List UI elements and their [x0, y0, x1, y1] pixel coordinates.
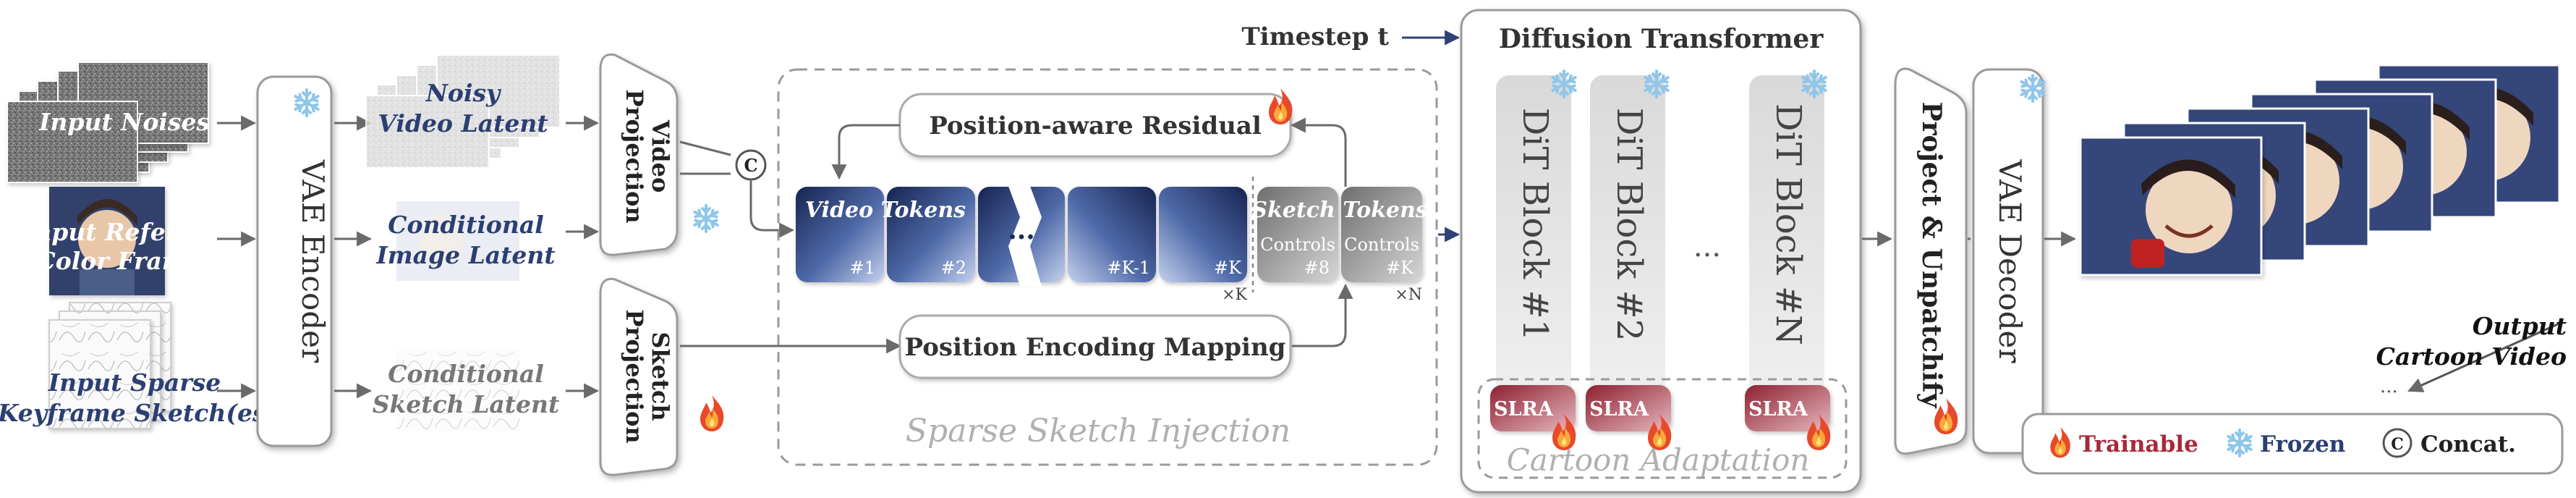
conditional-image-latent [396, 201, 519, 281]
sketch-token-id-8: #8 [1304, 258, 1330, 278]
arrow-concat-to-tokens [749, 180, 795, 238]
video-token-2 [887, 187, 975, 282]
sketch-projection-box [599, 277, 679, 476]
conditional-sketch-latent [396, 350, 519, 431]
vae-encoder-label: VAE Encoder [295, 159, 331, 363]
vae-decoder-label: VAE Decoder [1992, 159, 2028, 364]
video-token-1 [796, 187, 884, 282]
image-latent-label-line1: Conditional [388, 211, 544, 239]
dit-block-2 [1590, 75, 1665, 408]
sketch-projection-trainable-icon [700, 395, 724, 431]
video-projection-box [599, 53, 679, 256]
sketch-token-controls-1: Controls [1260, 235, 1335, 255]
slra-2-label: SLRA [1589, 398, 1649, 421]
sketch-latent-label-line2: Sketch Latent [373, 390, 560, 418]
diffusion-transformer-title: Diffusion Transformer [1499, 24, 1824, 54]
position-encoding-mapping-label: Position Encoding Mapping [905, 333, 1286, 362]
output-time-axis [2407, 321, 2562, 392]
project-unpatchify-box [1894, 67, 1968, 455]
noisy-latent-label-line2: Video Latent [378, 109, 548, 138]
dit-block-n [1749, 75, 1824, 408]
input-sketch-stack [48, 302, 171, 429]
sketch-token-k [1341, 187, 1422, 282]
vae-decoder-box [1972, 68, 2044, 455]
input-sketch-label-line2: Keyframe Sketch(es) [0, 399, 277, 427]
sketch-token-id-k: #K [1386, 258, 1414, 278]
cartoon-adaptation-frame [1477, 378, 1848, 479]
video-tokens-label: Video Tokens [805, 198, 966, 223]
sketch-token-controls-2: Controls [1344, 235, 1419, 255]
video-tokens-multiplier: ×K [1222, 286, 1247, 304]
arrow-residual-to-tokens [831, 124, 900, 180]
sketch-tokens-label: Sketch Tokens [1251, 198, 1427, 223]
arrow-projection-to-concat [679, 140, 731, 156]
video-token-id-k: #K [1214, 258, 1242, 278]
dit-blocks-ellipsis: ··· [1693, 239, 1721, 272]
input-sketch-label-line1: Input Sparse [48, 368, 221, 397]
cartoon-adaptation-title: Cartoon Adaptation [1507, 442, 1810, 478]
slra-1-label: SLRA [1494, 398, 1554, 421]
sketch-tokens-multiplier: ×N [1395, 286, 1422, 304]
video-token-k [1159, 187, 1247, 282]
output-frames-stack [2079, 64, 2561, 277]
arrow-sketch-tokens-to-residual [1290, 117, 1347, 187]
input-noises-stack [7, 62, 209, 183]
arrow-mapping-to-sketch-tokens [1292, 283, 1353, 347]
input-reference-label-line2: Color Frame(s) [36, 247, 238, 275]
slra-n-label: SLRA [1748, 398, 1808, 421]
legend-box [2021, 413, 2564, 475]
position-aware-residual-label: Position-aware Residual [929, 111, 1262, 140]
sketch-projection-label-line1: Sketch [647, 332, 674, 421]
legend-frozen-label: Frozen [2260, 431, 2345, 457]
video-token-id-k-minus-1: #K-1 [1107, 258, 1150, 278]
noisy-video-latent-stack [365, 54, 561, 169]
video-token-id-1: #1 [850, 258, 875, 278]
dit-block-2-label: DiT Block #2 [1609, 108, 1649, 342]
dit-block-1-label: DiT Block #1 [1515, 108, 1555, 342]
input-noises-label: Input Noises [38, 108, 210, 136]
video-token-gap [978, 182, 1065, 287]
video-projection-frozen-icon [693, 204, 719, 233]
sparse-sketch-injection-frame [777, 68, 1438, 466]
project-unpatchify-label: Project & Unpatchify [1916, 102, 1947, 409]
sketch-token-8 [1257, 187, 1338, 282]
vae-encoder-box [256, 75, 333, 447]
noisy-latent-label-line1: Noisy [425, 79, 502, 107]
image-latent-label-line2: Image Latent [375, 241, 555, 269]
sketch-latent-label-line1: Conditional [388, 360, 544, 388]
dit-block-1 [1496, 75, 1571, 408]
legend-concat-symbol [2382, 428, 2413, 458]
video-projection-label-line2: Projection [621, 89, 648, 223]
position-encoding-mapping-box [898, 314, 1292, 379]
output-label-line1: Output [2473, 312, 2567, 340]
input-reference-label-line1: Input Reference [22, 218, 240, 246]
slra-n [1745, 385, 1830, 431]
dit-block-n-label: DiT Block #N [1768, 104, 1808, 345]
video-token-ellipsis: ··· [1008, 222, 1035, 253]
video-token-id-2: #2 [941, 258, 966, 278]
legend-concat-label: Concat. [2420, 431, 2516, 457]
video-projection-label-line1: Video [647, 119, 674, 193]
concat-node-label: C [744, 155, 757, 176]
slra-2 [1586, 385, 1671, 431]
timestep-label: Timestep t [1241, 22, 1389, 51]
legend-concat-symbol-label: C [2391, 435, 2404, 454]
sparse-sketch-injection-title: Sparse Sketch Injection [906, 413, 1291, 450]
output-time-ellipsis: ··· [2380, 381, 2398, 403]
output-label-line2: Cartoon Video [2376, 342, 2567, 371]
legend-trainable-label: Trainable [2079, 431, 2198, 457]
input-reference-frame [49, 187, 165, 295]
sketch-projection-label-line2: Projection [621, 309, 648, 443]
video-token-k-minus-1 [1068, 187, 1156, 282]
slra-1 [1490, 385, 1576, 431]
